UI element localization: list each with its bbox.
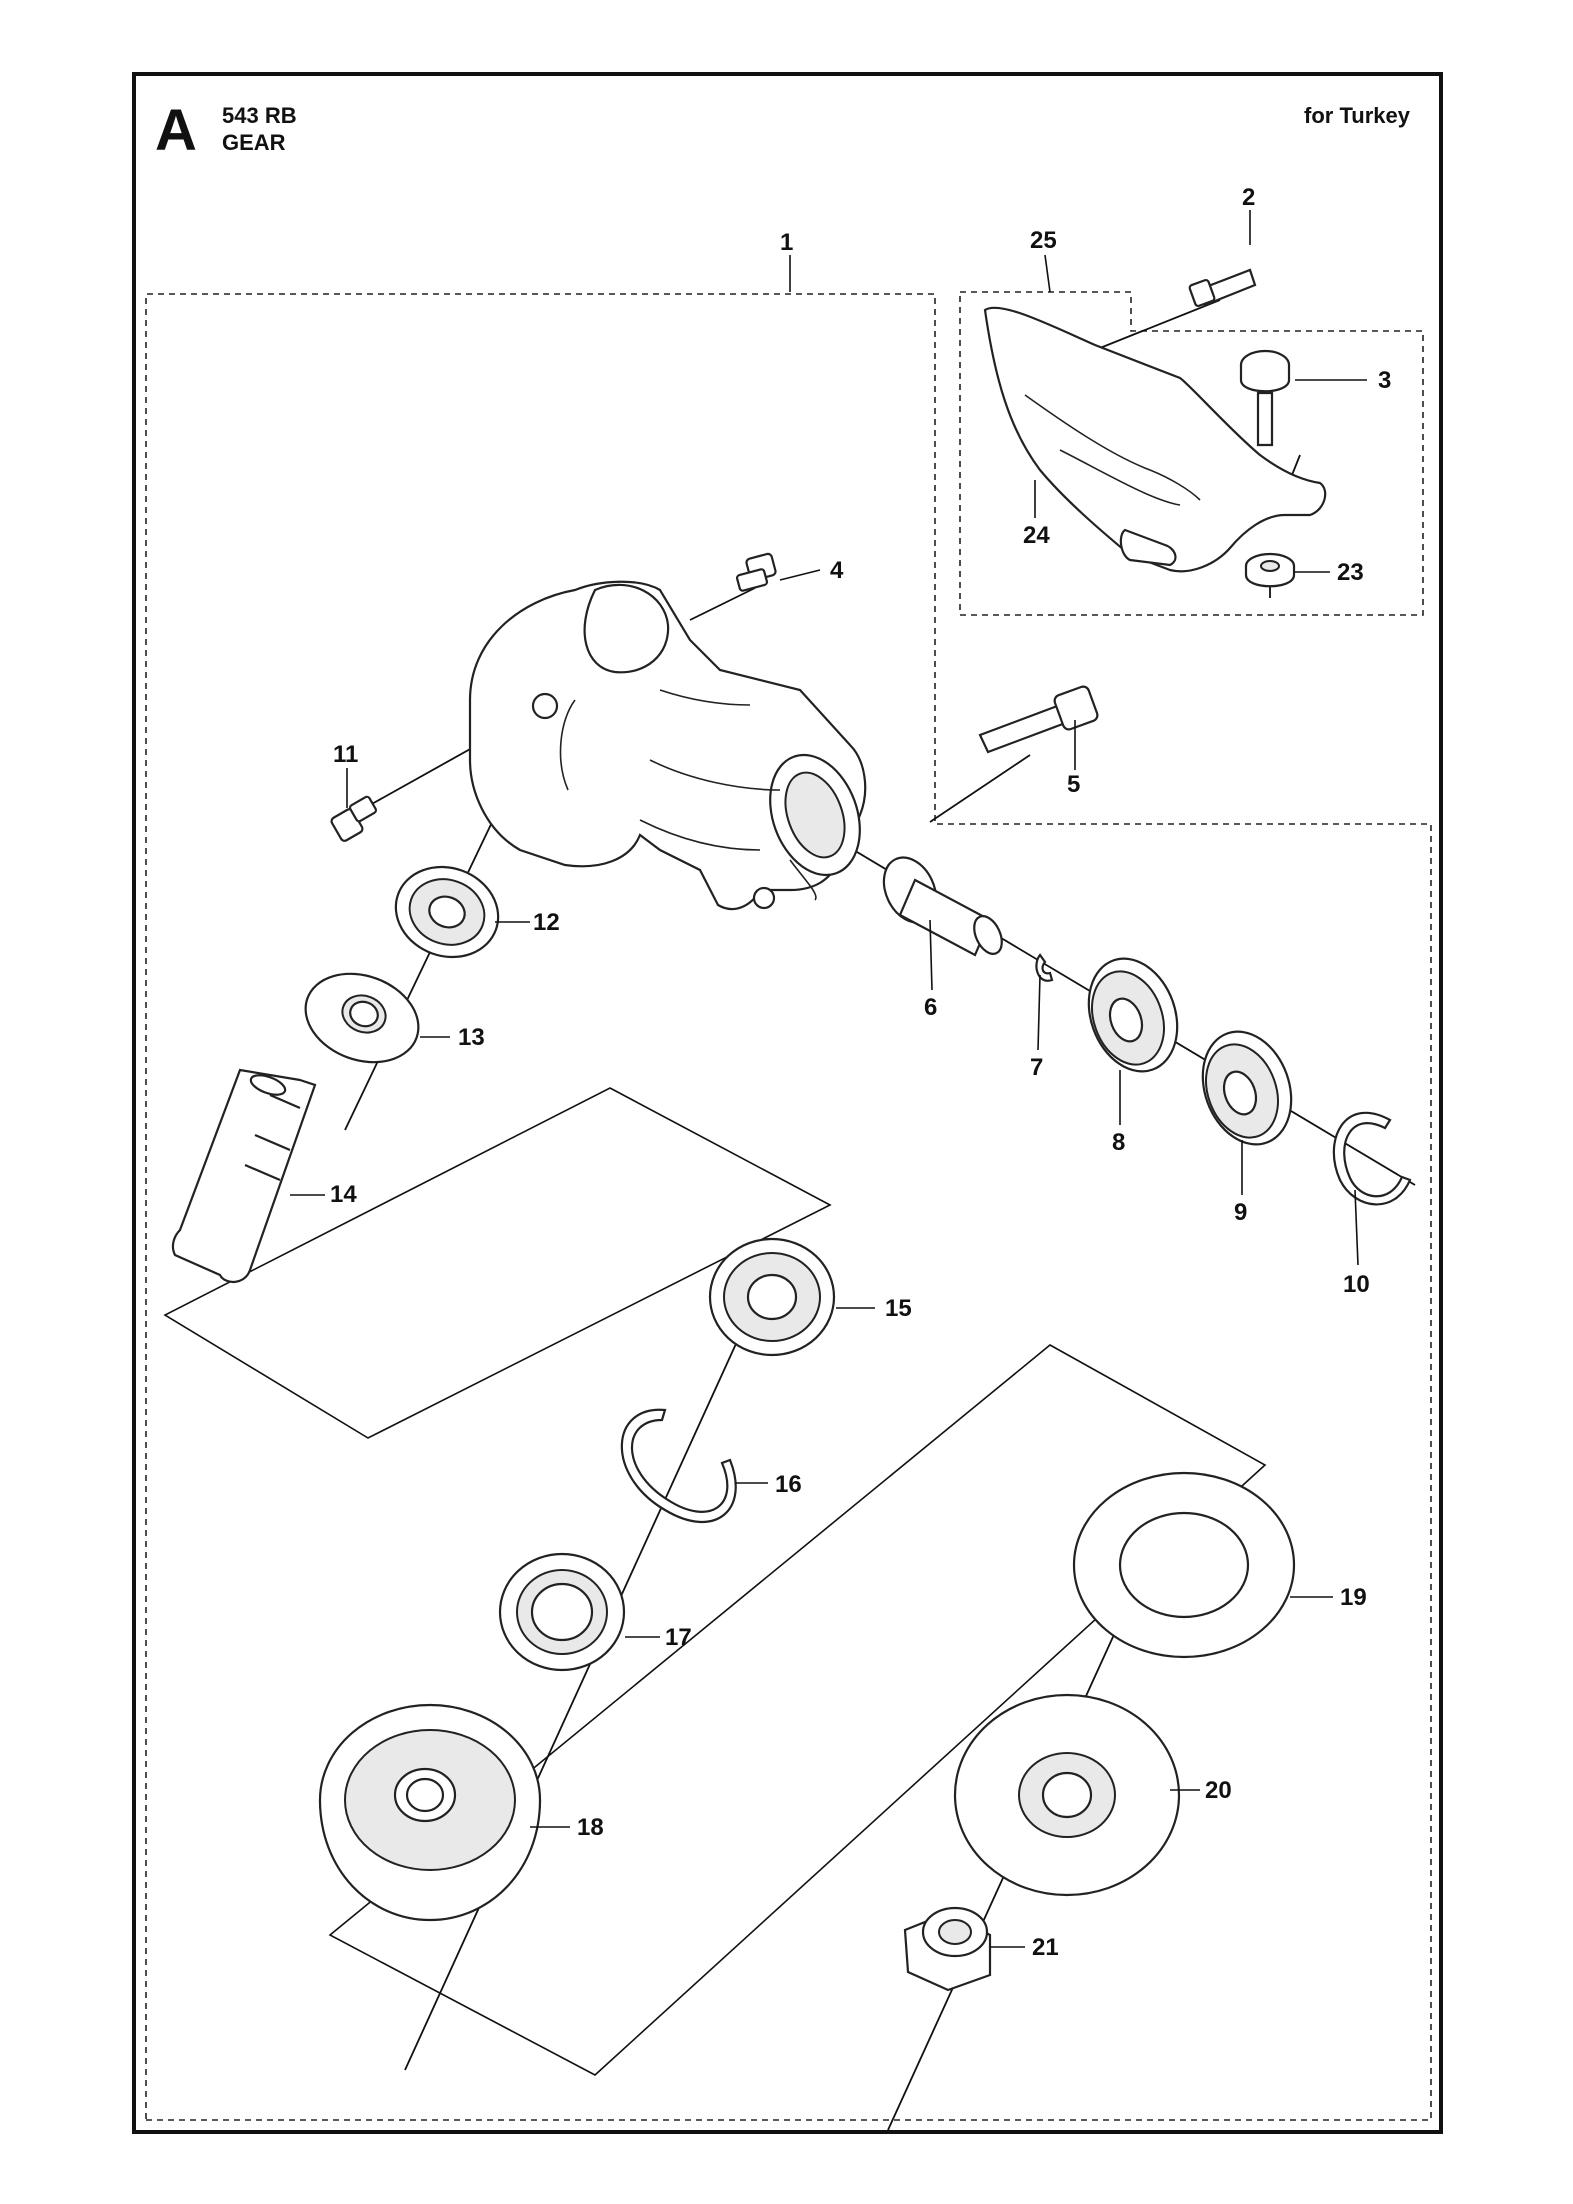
bearing-8 [1087,957,1179,1073]
part-label-10: 10 [1343,1271,1370,1298]
washer-23 [1244,552,1296,588]
group-bracket-14-15 [163,1087,832,1439]
part-label-11: 11 [333,741,358,768]
part-label-25: 25 [1030,227,1057,254]
leader-7 [1037,974,1041,1051]
leader-25 [1044,254,1051,293]
leader-10 [1354,1189,1359,1266]
circlip-10 [1332,1111,1412,1206]
circlip-7 [1035,953,1054,982]
lower-left-axis [404,1334,741,2071]
guard-kit-dashed-boundary [959,291,1424,616]
part-label-9: 9 [1234,1199,1247,1226]
screw-4-axis [689,587,756,621]
leader-4 [779,569,821,581]
part-label-2: 2 [1242,184,1255,211]
part-label-3: 3 [1378,367,1391,394]
pin-3 [1239,349,1291,447]
part-label-19: 19 [1340,1584,1367,1611]
star-washer-19 [1072,1471,1296,1659]
part-label-14: 14 [330,1181,357,1208]
part-label-4: 4 [830,557,844,584]
part-label-18: 18 [577,1814,604,1841]
part-label-13: 13 [458,1024,485,1051]
bolt-5 [978,685,1099,754]
part-label-17: 17 [665,1624,692,1651]
nut-21 [903,1906,992,1992]
circlip-16 [620,1408,737,1523]
screw-11 [330,795,378,842]
part-label-7: 7 [1030,1054,1043,1081]
part-label-6: 6 [924,994,937,1021]
gear-housing [468,580,867,911]
part-label-1: 1 [780,229,793,256]
support-cup-18 [318,1703,542,1922]
part-label-16: 16 [775,1471,802,1498]
market-note: for Turkey [1304,103,1411,128]
part-label-23: 23 [1337,559,1364,586]
group-title: GEAR [222,130,286,155]
bearing-9 [1201,1030,1293,1146]
bearing-12 [394,865,500,959]
thrust-washer-20 [953,1693,1181,1897]
upper-axis [344,794,506,1131]
screw-2 [1188,268,1257,308]
part-label-15: 15 [885,1295,912,1322]
screw-2-axis [1094,299,1221,351]
leader-6 [929,919,933,991]
part-label-21: 21 [1032,1934,1059,1961]
outer-frame [132,72,1443,2134]
bearing-15 [708,1237,836,1357]
screw-4 [735,552,777,592]
part-label-5: 5 [1067,771,1080,798]
seal-17 [498,1552,626,1672]
part-label-20: 20 [1205,1777,1232,1804]
washer-13 [304,972,420,1064]
part-label-24: 24 [1023,522,1050,549]
part-label-8: 8 [1112,1129,1125,1156]
bolt-5-axis [929,754,1031,823]
guard-bracket-24 [983,306,1327,573]
part-label-12: 12 [533,909,560,936]
model-name: 543 RB [222,103,297,128]
output-shaft-14 [171,1068,317,1283]
group-bracket-18-21 [328,1344,1267,2076]
input-sleeve-6 [882,856,1003,957]
section-letter: A [155,98,197,163]
